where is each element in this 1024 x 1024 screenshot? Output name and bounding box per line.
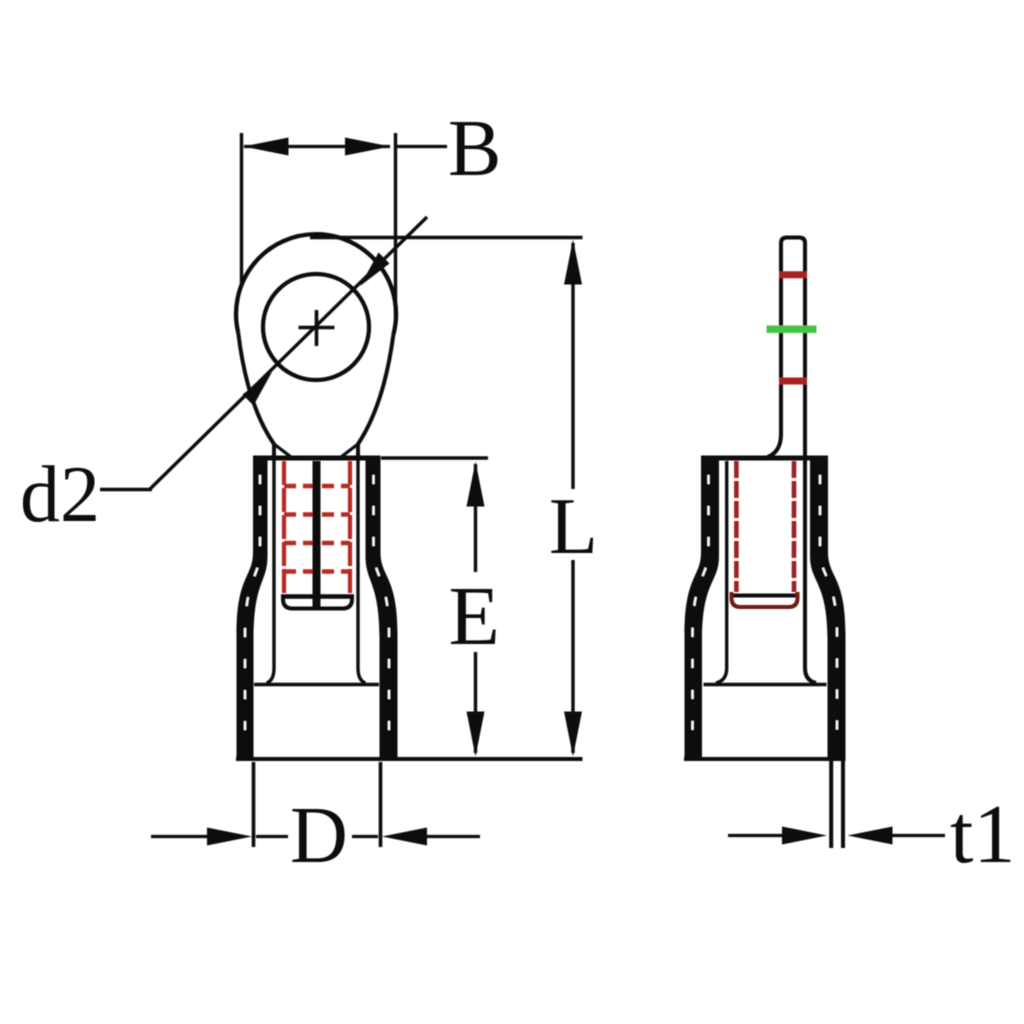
svg-text:E: E [449, 570, 500, 663]
svg-text:t1: t1 [950, 788, 1015, 881]
svg-text:d2: d2 [20, 451, 100, 539]
svg-text:D: D [290, 792, 348, 880]
svg-text:L: L [549, 483, 598, 571]
svg-text:B: B [448, 105, 501, 193]
